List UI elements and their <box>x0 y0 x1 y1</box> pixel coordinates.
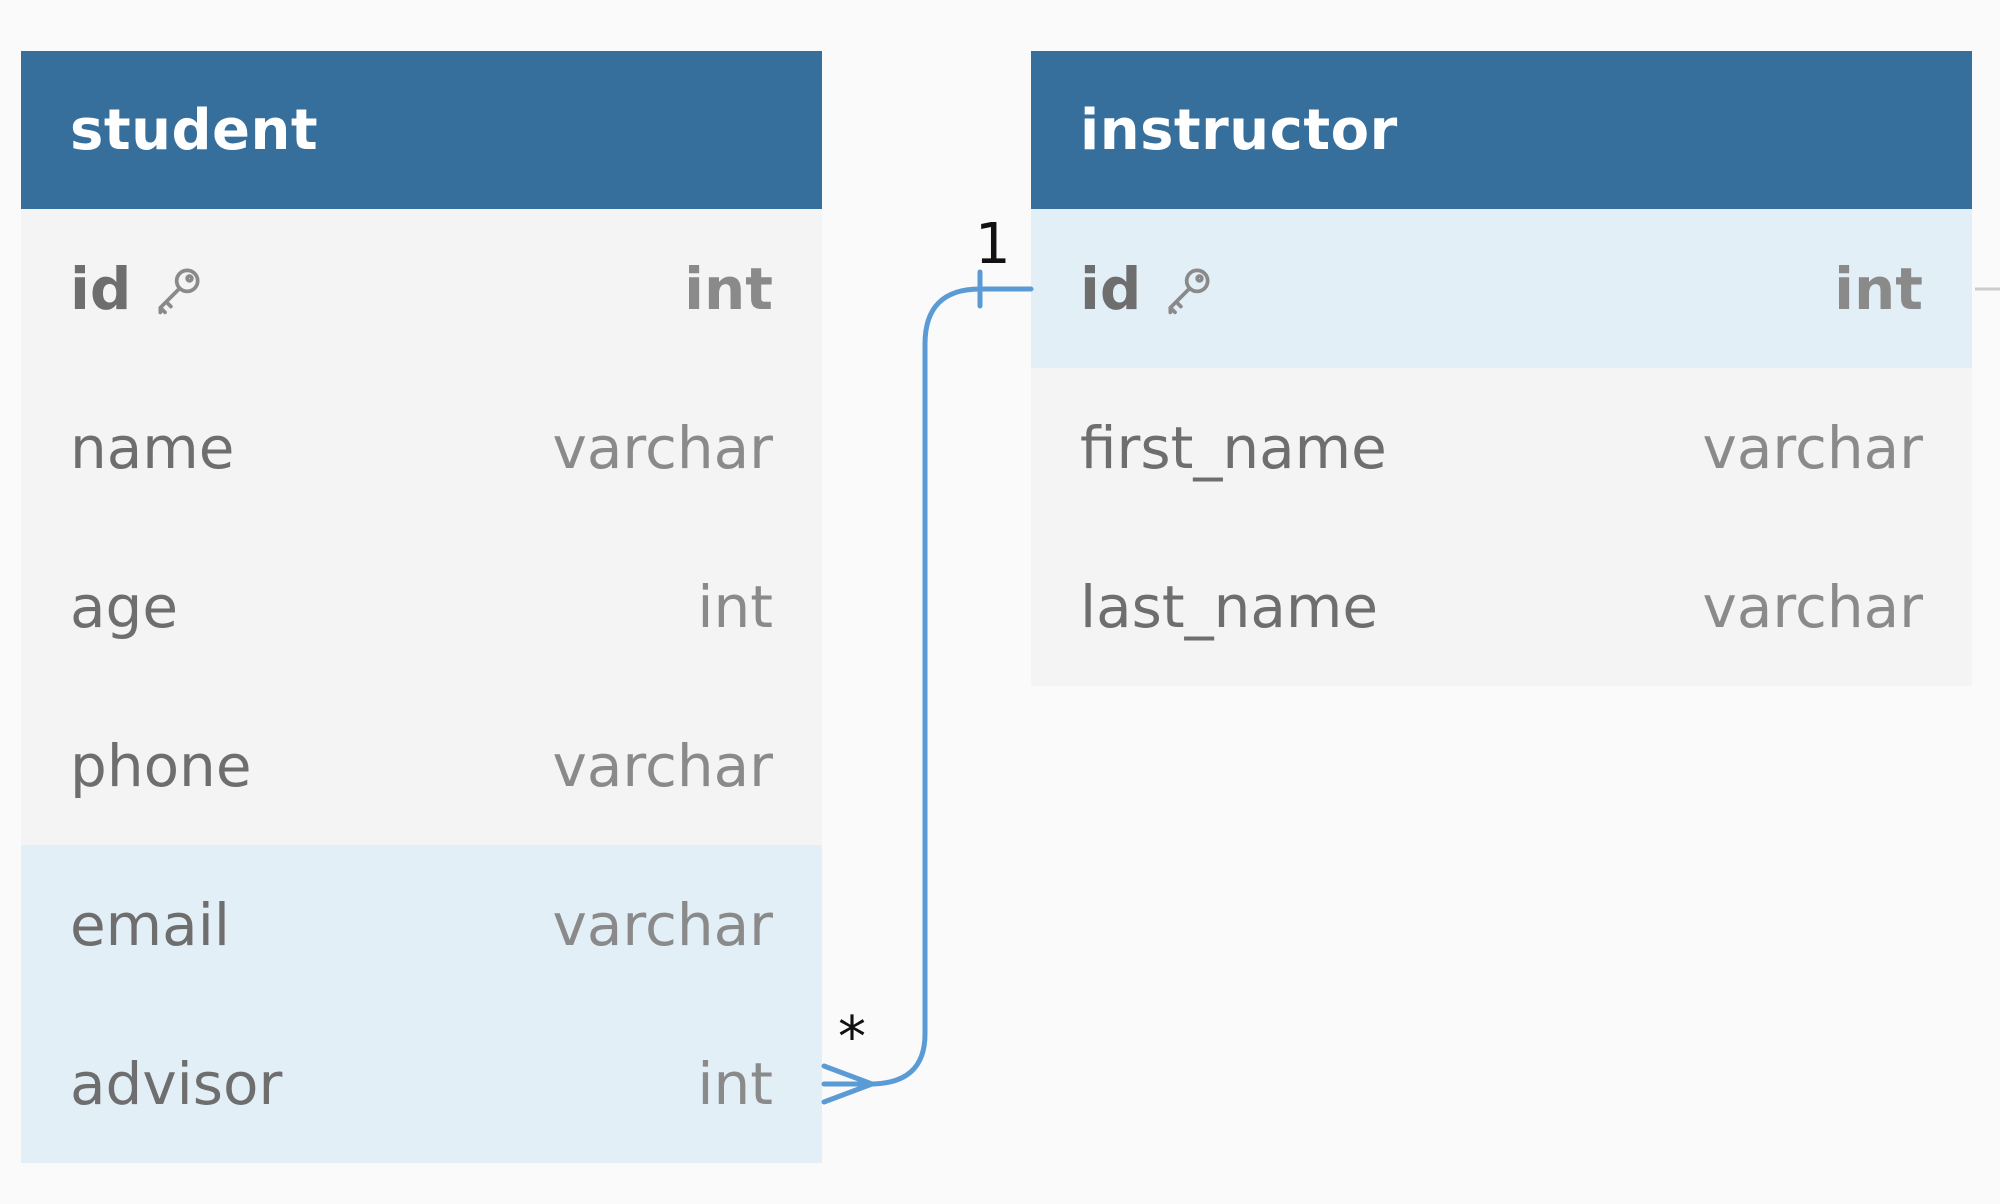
table-student[interactable]: student id int name varchar age int <box>21 51 822 1163</box>
column-name: advisor <box>70 1049 283 1118</box>
column-type: varchar <box>552 731 773 800</box>
column-row-student-email[interactable]: email varchar <box>21 845 822 1004</box>
key-icon <box>151 261 207 317</box>
table-header-student[interactable]: student <box>21 51 822 209</box>
column-type: varchar <box>552 890 773 959</box>
table-title-student: student <box>70 97 319 163</box>
column-type: varchar <box>552 413 773 482</box>
column-type: varchar <box>1702 572 1923 641</box>
column-type: varchar <box>1702 413 1923 482</box>
key-icon <box>1161 261 1217 317</box>
column-type: int <box>697 572 773 641</box>
relationship-line <box>821 286 1034 1087</box>
column-type: int <box>1834 254 1923 323</box>
table-title-instructor: instructor <box>1080 97 1398 163</box>
column-row-student-id[interactable]: id int <box>21 209 822 368</box>
table-instructor[interactable]: instructor id int first_name varchar las… <box>1031 51 1972 686</box>
column-name: age <box>70 572 179 641</box>
column-name: id <box>1080 254 1142 323</box>
table-header-instructor[interactable]: instructor <box>1031 51 1972 209</box>
column-name: email <box>70 890 230 959</box>
cardinality-many-label: * <box>838 1005 866 1070</box>
column-type: int <box>697 1049 773 1118</box>
column-row-instructor-first-name[interactable]: first_name varchar <box>1031 368 1972 527</box>
column-row-instructor-id[interactable]: id int <box>1031 209 1972 368</box>
column-row-student-phone[interactable]: phone varchar <box>21 686 822 845</box>
column-name: id <box>70 254 132 323</box>
column-name: phone <box>70 731 252 800</box>
column-row-student-age[interactable]: age int <box>21 527 822 686</box>
cardinality-one-label: 1 <box>975 212 1011 277</box>
column-type: int <box>684 254 773 323</box>
many-crows-foot <box>821 1063 875 1105</box>
column-name: first_name <box>1080 413 1387 482</box>
column-row-student-name[interactable]: name varchar <box>21 368 822 527</box>
column-row-student-advisor[interactable]: advisor int <box>21 1004 822 1163</box>
column-row-instructor-last-name[interactable]: last_name varchar <box>1031 527 1972 686</box>
column-name: last_name <box>1080 572 1379 641</box>
column-name: name <box>70 413 235 482</box>
